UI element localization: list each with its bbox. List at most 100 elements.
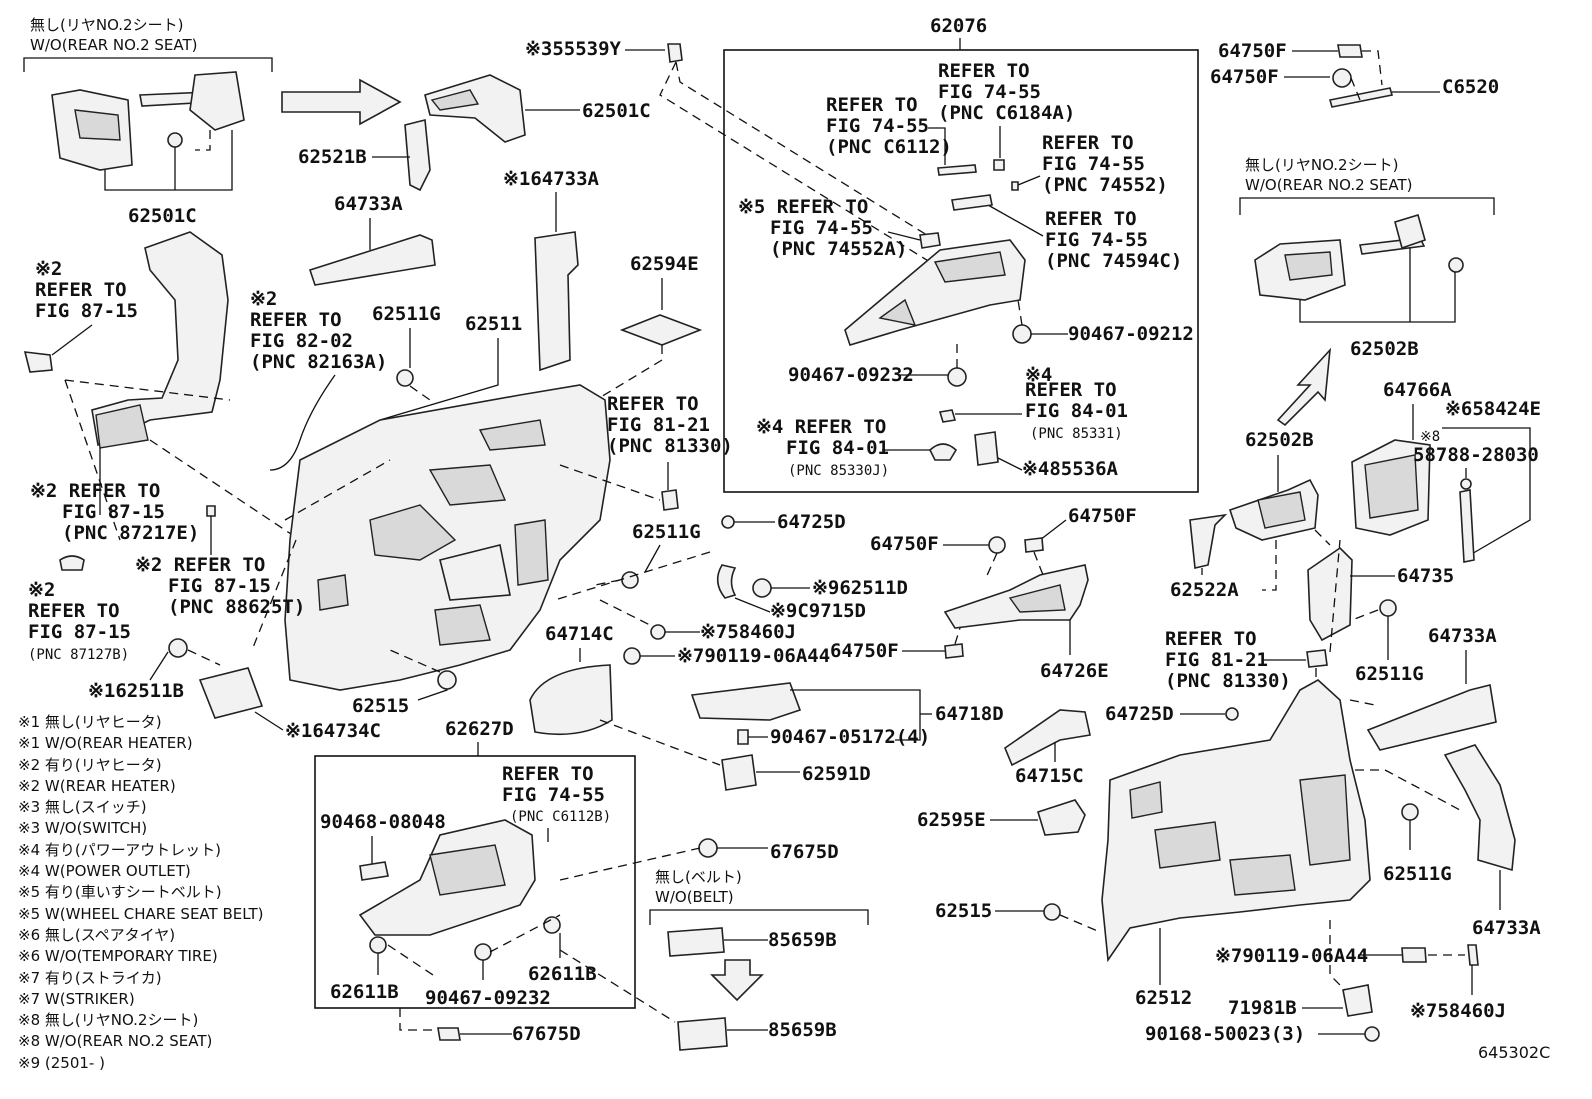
refer-fig-74-55-c6112[interactable]: REFER TO FIG 74-55 (PNC C6112) <box>826 94 952 158</box>
part-64718d[interactable] <box>690 682 802 721</box>
piece-c6112[interactable] <box>937 164 977 176</box>
clip-62511g[interactable] <box>1379 599 1397 617</box>
part-label[interactable]: 64750F <box>1210 66 1279 88</box>
part-71981b[interactable] <box>1342 984 1373 1017</box>
part-label[interactable]: 71981B <box>1228 997 1297 1019</box>
piece-74552a[interactable] <box>919 232 941 249</box>
part-label[interactable]: 62595E <box>917 809 986 831</box>
grommet[interactable] <box>206 505 216 517</box>
clip-62511g[interactable] <box>396 369 414 387</box>
connector-81330[interactable] <box>1306 649 1328 668</box>
refer-fig-87-15-a[interactable]: ※2 REFER TO FIG 87-15 <box>35 258 138 322</box>
bolt-90119[interactable] <box>623 647 641 665</box>
part-c9715d[interactable] <box>716 564 737 599</box>
part-label[interactable]: 67675D <box>770 841 839 863</box>
clip-62511g[interactable] <box>1401 803 1419 821</box>
piece-74594c[interactable] <box>951 194 993 211</box>
clip-58460j[interactable] <box>650 624 666 640</box>
part-label[interactable]: 62521B <box>298 146 367 168</box>
part-label[interactable]: 64733A <box>1428 625 1497 647</box>
part-64714c[interactable] <box>529 664 613 736</box>
clip-62511b[interactable] <box>168 638 188 658</box>
clip-90468[interactable] <box>359 861 389 881</box>
part-label[interactable]: 58788-28030 <box>1413 444 1539 466</box>
part-label[interactable]: 90468-08048 <box>320 811 446 833</box>
refer-fig-81-21-b[interactable]: REFER TO FIG 81-21 (PNC 81330) <box>1165 628 1291 692</box>
cap-87127b[interactable] <box>59 555 85 571</box>
clip-64725d[interactable] <box>1225 707 1239 721</box>
part-label[interactable]: 64714C <box>545 623 614 645</box>
part-label[interactable]: 64733A <box>1472 917 1541 939</box>
part-64766a[interactable] <box>1351 439 1431 536</box>
clip-62611b[interactable] <box>543 916 561 934</box>
connector-clip[interactable] <box>23 351 53 373</box>
part-label[interactable]: 64766A <box>1383 379 1452 401</box>
part-label[interactable]: 62511G <box>1355 663 1424 685</box>
clip-64750f[interactable] <box>1337 44 1363 58</box>
part-label[interactable]: C6520 <box>1442 76 1499 98</box>
part-label[interactable]: 90467-05172(4) <box>770 726 930 748</box>
refer-fig-74-55-c6184a[interactable]: REFER TO FIG 74-55 (PNC C6184A) <box>938 60 1075 124</box>
refer-fig-87-15-b[interactable]: ※2 REFER TO FIG 87-15 (PNC 87217E) <box>30 480 199 544</box>
part-62076-trim[interactable] <box>844 239 1026 346</box>
part-label[interactable]: ※758460J <box>700 621 796 643</box>
clip-90467-09212[interactable] <box>1012 324 1032 344</box>
part-label[interactable]: 62502B <box>1350 338 1419 360</box>
part-label[interactable]: ※758460J <box>1410 1000 1506 1022</box>
piece-c6184a[interactable] <box>993 159 1005 171</box>
part-label[interactable]: ※485536A <box>1022 458 1119 480</box>
socket-85331[interactable] <box>938 409 957 423</box>
part-62522a[interactable] <box>1189 513 1228 569</box>
part-label[interactable]: 64718D <box>935 703 1004 725</box>
clip-64750f[interactable] <box>1332 68 1352 88</box>
outlet-85330j[interactable] <box>929 443 958 461</box>
part-62502b-assembly[interactable] <box>1254 213 1464 301</box>
part-62591d[interactable] <box>721 754 757 791</box>
part-64733a[interactable] <box>308 234 436 286</box>
part-64733a-duct[interactable] <box>1443 744 1516 872</box>
part-label[interactable]: ※790119-06A44 <box>1215 945 1368 967</box>
part-label[interactable]: 62611B <box>528 963 597 985</box>
clip-62611b[interactable] <box>369 936 387 954</box>
clip-62515[interactable] <box>437 670 457 690</box>
part-label[interactable]: ※355539Y <box>525 38 622 60</box>
part-label[interactable]: 62611B <box>330 981 399 1003</box>
refer-fig-74-55-74552a[interactable]: ※5 REFER TO FIG 74-55 (PNC 74552A) <box>738 196 907 260</box>
striker-58460j[interactable] <box>1467 944 1479 966</box>
refer-fig-84-01-b[interactable]: ※4 REFER TO FIG 84-01 (PNC 85330J) <box>756 416 889 479</box>
part-64734c[interactable] <box>198 667 264 719</box>
part-label[interactable]: ※162511B <box>88 680 184 702</box>
piece-74552[interactable] <box>1011 181 1019 191</box>
clip-67675d[interactable] <box>698 838 718 858</box>
clip-90467-05172[interactable] <box>737 729 749 745</box>
refer-fig-74-55-74552[interactable]: REFER TO FIG 74-55 (PNC 74552) <box>1042 132 1168 196</box>
part-label[interactable]: ※9C9715D <box>770 600 866 622</box>
part-58424e-strip[interactable] <box>1459 489 1475 563</box>
part-label[interactable]: 64750F <box>1068 505 1137 527</box>
clip-62511d[interactable] <box>752 578 772 598</box>
part-label[interactable]: 62627D <box>445 718 514 740</box>
clip-55539y[interactable] <box>667 43 683 63</box>
clip-90467-09232[interactable] <box>947 367 967 387</box>
part-label[interactable]: 62076 <box>930 15 987 37</box>
part-label[interactable]: 62515 <box>352 695 409 717</box>
part-label[interactable]: 64750F <box>830 640 899 662</box>
bolt-90168[interactable] <box>1364 1026 1380 1042</box>
part-label[interactable]: 62502B <box>1245 429 1314 451</box>
part-64715c[interactable] <box>1004 709 1091 767</box>
part-label[interactable]: 64750F <box>870 533 939 555</box>
refer-fig-87-15-c[interactable]: ※2 REFER TO FIG 87-15 (PNC 88625T) <box>135 554 305 618</box>
part-label[interactable]: 62501C <box>128 205 197 227</box>
part-62501c[interactable] <box>424 74 526 143</box>
clip-62515[interactable] <box>1043 903 1061 921</box>
clip-64750f[interactable] <box>944 643 964 659</box>
part-label[interactable]: 90467-09212 <box>1068 323 1194 345</box>
part-label[interactable]: 64725D <box>1105 703 1174 725</box>
part-label[interactable]: 90467-09232 <box>425 987 551 1009</box>
part-label[interactable]: 64735 <box>1397 565 1454 587</box>
part-label[interactable]: 90467-09232 <box>788 364 914 386</box>
part-62521b[interactable] <box>404 118 431 192</box>
bolt-90119[interactable] <box>1401 947 1427 963</box>
refer-fig-74-55-74594c[interactable]: REFER TO FIG 74-55 (PNC 74594C) <box>1045 208 1182 272</box>
part-85659b[interactable] <box>667 927 725 957</box>
